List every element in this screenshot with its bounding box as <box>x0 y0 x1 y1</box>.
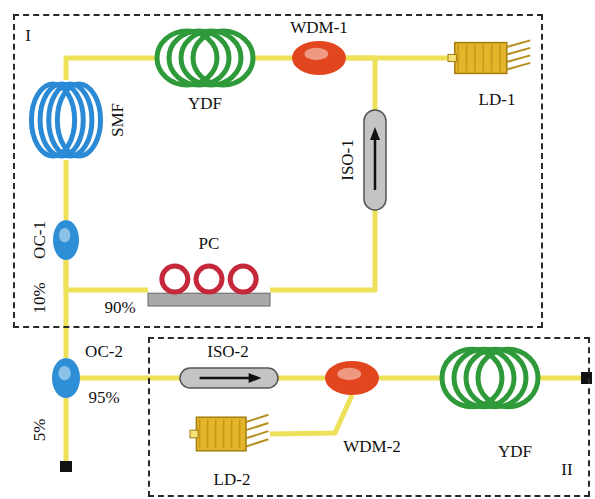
split-ratio: 5% <box>31 419 49 442</box>
isolator-symbol <box>364 110 386 210</box>
highlight <box>58 366 70 380</box>
pigtail <box>190 430 198 438</box>
optical-fiber <box>80 376 180 381</box>
pin <box>507 40 531 47</box>
coupler-body <box>52 358 80 398</box>
component-label: II <box>561 461 572 479</box>
component-label: OC-2 <box>85 343 123 361</box>
optical-fiber <box>64 160 69 220</box>
component-label: SMF <box>109 103 127 137</box>
isolator: ISO-1 <box>364 110 386 210</box>
component-label: LD-2 <box>214 471 251 489</box>
pin <box>246 431 268 438</box>
component-label: WDM-2 <box>343 438 401 456</box>
highlight <box>59 228 70 242</box>
component-label: I <box>25 27 31 45</box>
component-label: YDF <box>498 443 532 461</box>
optical-fiber <box>379 376 440 381</box>
isolator-body <box>180 368 278 388</box>
ytterbium-fiber: YDF <box>440 346 540 410</box>
pin <box>507 48 531 55</box>
optical-fiber <box>346 58 375 110</box>
ytterbium-fiber-symbol <box>155 28 255 88</box>
direction-arrow <box>374 135 377 190</box>
output-coupler: OC-1 <box>53 220 79 260</box>
polarization-controller-symbol <box>148 258 270 322</box>
pin <box>246 415 268 422</box>
pin <box>507 55 531 62</box>
fiber-coil-loop <box>193 31 253 85</box>
pump-diode-symbol <box>448 36 532 80</box>
split-ratio: 90% <box>104 299 135 317</box>
wdm-coupler: WDM-1 <box>292 41 346 75</box>
pin <box>507 63 531 70</box>
direction-arrow <box>200 377 254 380</box>
pc-paddle <box>196 266 222 292</box>
split-ratio: 10% <box>31 282 49 313</box>
optical-fiber <box>66 58 155 80</box>
fiber-coil-loop <box>466 349 526 407</box>
fiber-coil-loop <box>478 349 538 407</box>
diode-body <box>196 417 246 451</box>
pin <box>246 423 268 430</box>
ytterbium-fiber: YDF <box>155 28 255 88</box>
optical-fiber <box>255 56 292 61</box>
output-fiber <box>64 398 69 463</box>
diode-body <box>455 43 507 74</box>
split-ratio: 95% <box>88 389 119 407</box>
pc-paddle <box>230 266 256 292</box>
pump-diode-symbol <box>190 410 270 458</box>
highlight <box>304 48 328 60</box>
pin <box>246 439 268 446</box>
isolator-symbol <box>180 368 278 388</box>
fiber-end <box>60 461 72 472</box>
coupler-body <box>53 220 79 260</box>
isolator: ISO-2 <box>180 368 278 388</box>
fiber-end <box>581 372 592 384</box>
fiber-coil-loop <box>57 84 100 156</box>
output-coupler-symbol <box>53 220 79 260</box>
wdm-coupler: WDM-2 <box>325 361 379 395</box>
laser-oscillator-region: IYDFWDM-1LD-1SMFISO-1OC-1PC <box>13 14 543 328</box>
wdm-coupler-symbol <box>292 41 346 75</box>
component-label: YDF <box>188 95 222 113</box>
component-label: OC-1 <box>31 221 49 259</box>
arrow-head <box>249 373 262 383</box>
output-coupler-symbol <box>52 358 80 398</box>
output-coupler: OC-2 <box>52 358 80 398</box>
component-label: WDM-1 <box>290 19 348 37</box>
component-label: ISO-1 <box>339 139 357 181</box>
arrow-head <box>370 127 380 140</box>
amplifier-region: IIISO-2WDM-2LD-2YDF <box>148 337 590 497</box>
pump-diode: LD-1 <box>448 36 532 80</box>
component-label: PC <box>199 235 220 253</box>
coupler-body <box>292 41 346 75</box>
ytterbium-fiber-symbol <box>440 346 540 410</box>
optical-fiber <box>270 210 375 290</box>
fiber-coil-loop <box>181 31 241 85</box>
coupler-body <box>325 361 379 395</box>
optical-fiber <box>270 395 352 434</box>
isolator-body <box>364 110 386 210</box>
output-fiber <box>540 376 583 381</box>
component-label: ISO-2 <box>207 343 249 361</box>
pc-base <box>148 293 270 306</box>
pc-paddle <box>162 266 188 292</box>
optical-fiber <box>278 376 325 381</box>
component-label: LD-1 <box>479 91 516 109</box>
single-mode-fiber-symbol <box>30 80 102 160</box>
optical-fiber <box>64 260 69 358</box>
pump-diode: LD-2 <box>190 410 270 458</box>
wdm-coupler-symbol <box>325 361 379 395</box>
polarization-controller: PC <box>148 258 270 322</box>
pigtail <box>448 54 456 61</box>
highlight <box>337 368 361 380</box>
optical-fiber <box>66 260 148 290</box>
single-mode-fiber: SMF <box>30 80 102 160</box>
